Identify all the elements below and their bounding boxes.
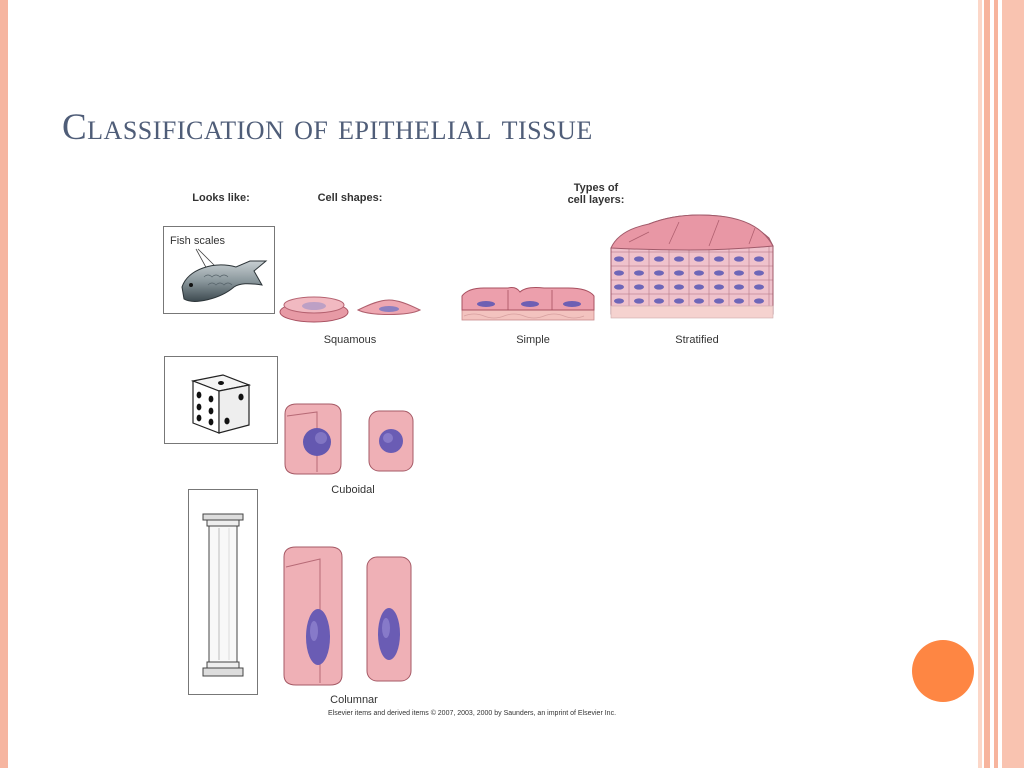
header-types-line1: Types of	[573, 182, 619, 194]
accent-circle	[912, 640, 974, 702]
dice-icon	[190, 374, 252, 434]
fish-box: Fish scales	[163, 226, 275, 314]
left-border-line	[8, 0, 10, 768]
cuboidal-cell	[368, 410, 414, 472]
fish-scales-label: Fish scales	[170, 235, 226, 247]
copyright-credit: Elsevier items and derived items © 2007,…	[327, 710, 617, 717]
stratified-epithelium	[610, 214, 774, 319]
label-cuboidal: Cuboidal	[331, 484, 375, 496]
cuboidal-cell-cutaway	[284, 403, 342, 475]
right-border-stripes	[978, 0, 1024, 768]
header-cell-shapes: Cell shapes:	[317, 192, 383, 204]
slide-title: Classification of epithelial tissue	[62, 107, 593, 148]
column-icon	[202, 513, 244, 677]
header-looks-like: Looks like:	[192, 192, 250, 204]
label-simple: Simple	[516, 334, 550, 346]
squamous-cell-small	[356, 299, 422, 315]
fish-icon	[181, 248, 268, 302]
dice-box	[164, 356, 278, 444]
squamous-cell-large	[279, 296, 349, 323]
columnar-cell	[366, 556, 412, 682]
column-box	[188, 489, 258, 695]
header-types-line2: cell layers:	[567, 194, 625, 206]
left-border-stripe	[0, 0, 8, 768]
label-columnar: Columnar	[330, 694, 378, 706]
simple-epithelium	[461, 287, 595, 321]
label-squamous: Squamous	[323, 334, 377, 346]
columnar-cell-cutaway	[283, 546, 343, 686]
label-stratified: Stratified	[675, 334, 719, 346]
header-types-of-cell-layers: Types of cell layers:	[556, 182, 636, 206]
